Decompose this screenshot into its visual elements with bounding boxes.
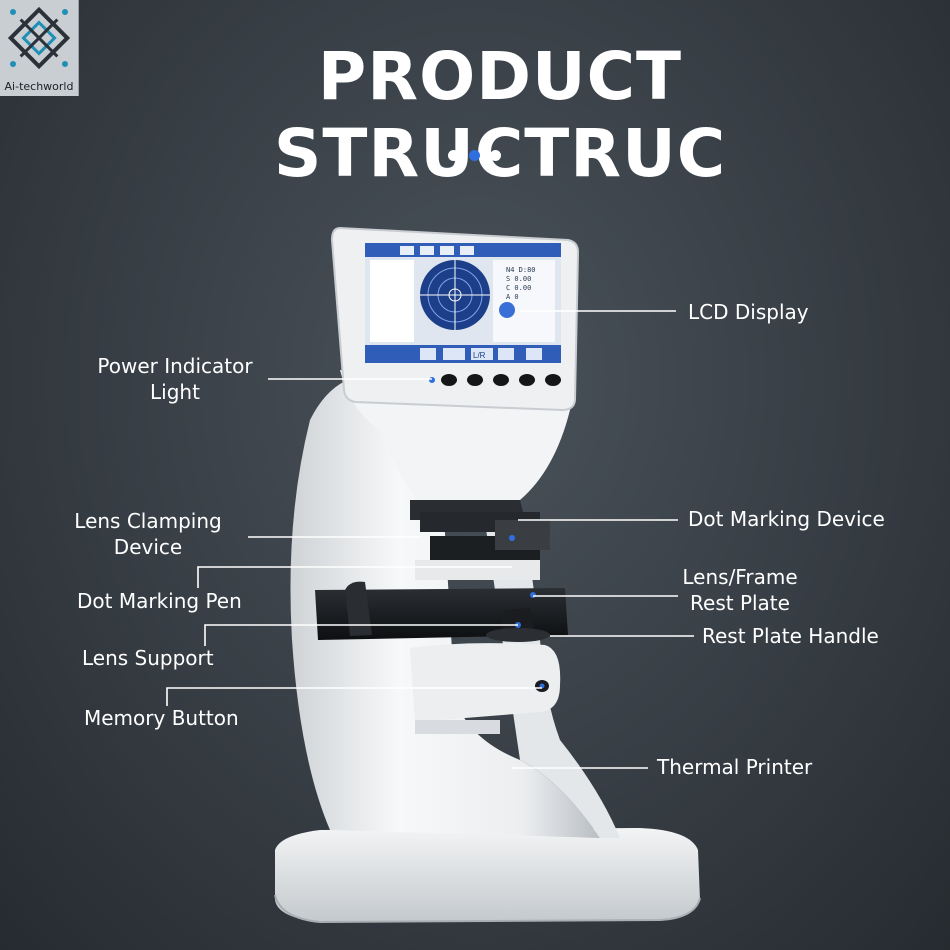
callout-lcd-display: LCD Display <box>688 300 809 324</box>
callout-lens-support: Lens Support <box>82 646 214 670</box>
callout-power-indicator-line1: Power Indicator <box>97 354 253 378</box>
callout-lens-frame-line2: Rest Plate <box>690 591 790 615</box>
callout-lens-frame: Lens/Frame Rest Plate <box>670 564 810 616</box>
callout-rest-plate-handle: Rest Plate Handle <box>702 624 879 648</box>
machine-base <box>275 828 700 922</box>
power-indicator-light <box>429 377 435 383</box>
thermal-printer-housing <box>410 643 561 722</box>
callout-dot-marking-device: Dot Marking Device <box>688 507 885 531</box>
callout-lens-clamping: Lens Clamping Device <box>68 508 228 560</box>
logo-icon <box>7 6 71 70</box>
lens-clamping-device <box>420 512 550 568</box>
callout-power-indicator: Power Indicator Light <box>90 353 260 405</box>
carousel-dot-2[interactable] <box>469 150 480 161</box>
logo-text: Ai-techworld <box>4 80 74 93</box>
callout-lines <box>166 310 694 769</box>
callout-lens-clamping-line2: Device <box>113 535 183 559</box>
callout-thermal-printer: Thermal Printer <box>657 755 813 779</box>
reading-line-2: S 0.00 <box>506 275 531 283</box>
brand-logo: Ai-techworld <box>0 0 79 96</box>
reading-line-1: N4 D:80 <box>506 266 536 274</box>
carousel-dot-1[interactable] <box>448 150 459 161</box>
lens-support <box>486 628 550 642</box>
control-buttons <box>441 374 561 386</box>
callout-lens-frame-line1: Lens/Frame <box>682 565 798 589</box>
page-title: PRODUCT STRUCTRUC <box>273 38 727 192</box>
callout-memory-button: Memory Button <box>84 706 239 730</box>
callout-lens-clamping-line1: Lens Clamping <box>74 509 222 533</box>
carousel-dot-3[interactable] <box>490 150 501 161</box>
screen-lr-label: L/R <box>473 351 486 360</box>
reading-line-4: A 0 <box>506 293 519 301</box>
reading-line-3: C 0.00 <box>506 284 531 292</box>
callout-power-indicator-line2: Light <box>150 380 200 404</box>
callout-dot-marking-pen: Dot Marking Pen <box>77 589 242 613</box>
